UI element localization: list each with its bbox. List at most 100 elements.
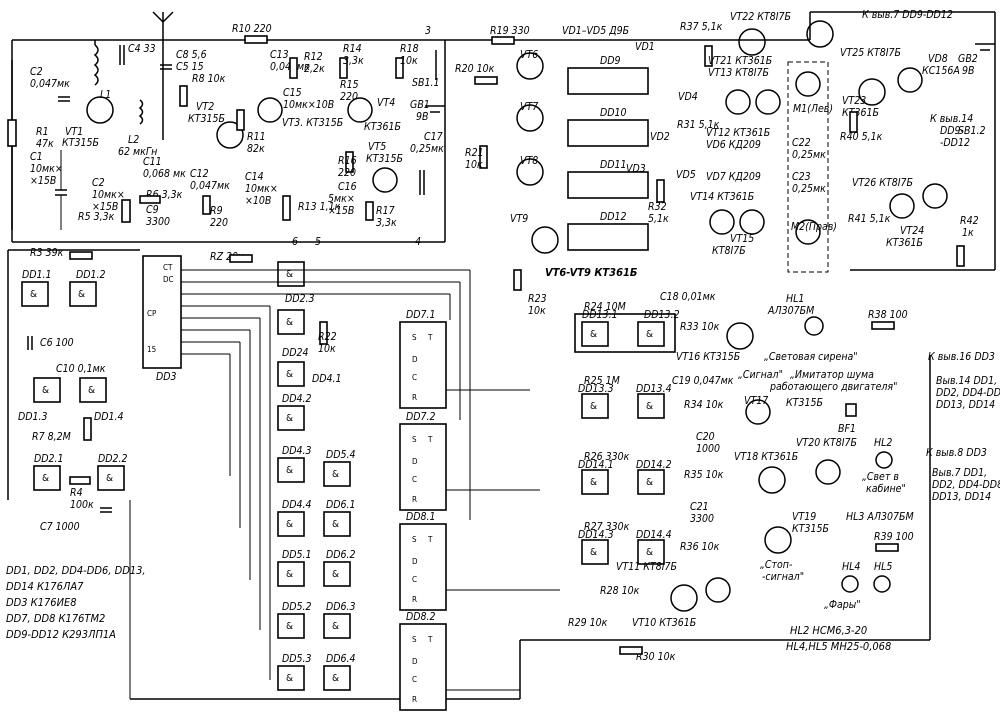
r30-label: R30 10к xyxy=(636,651,676,663)
dd1-1-label: DD1.1 xyxy=(22,269,52,281)
dd8-1-trigger xyxy=(399,523,447,611)
vt9-transistor xyxy=(531,226,559,254)
dd6-3-gate xyxy=(323,613,351,639)
notes-legend: HL2 НСМ6,3-20 HL4,HL5 МН25-0,068 DD1, DD… xyxy=(6,564,891,653)
dd14-1-gate xyxy=(581,469,609,495)
r17-label: R17 xyxy=(376,205,395,217)
m1-label: M1(Лев) xyxy=(793,103,833,115)
dd3-cp: CP xyxy=(147,309,157,318)
r26-label: R26 330к xyxy=(584,451,630,463)
dd14-4-amp: & xyxy=(646,547,653,558)
c18-label: C18 0,01мк xyxy=(660,291,716,303)
dd7-2-s: S xyxy=(412,435,417,444)
vt14-transistor xyxy=(739,209,765,235)
r6-resistor xyxy=(139,195,161,204)
c7-label: C7 1000 xyxy=(40,521,80,533)
motor-dashed-box xyxy=(787,61,829,273)
vt7-label: VT7 xyxy=(520,101,538,113)
r22-label: R22 xyxy=(318,331,337,343)
r23-value: 10к xyxy=(528,305,546,317)
legend-line3: DD3 К176ИЕ8 xyxy=(6,596,77,609)
vt20-label: VT20 КТ8І7Б xyxy=(796,437,857,449)
vt6-label: VT6 xyxy=(520,49,538,61)
vt21-transistor xyxy=(738,28,766,56)
dd1-3-gate xyxy=(33,377,61,403)
vt4-label: VT4 xyxy=(377,97,395,109)
dd5-3-label: DD5.3 xyxy=(282,653,312,665)
vt3-label: VT3. КТ315Б xyxy=(282,117,343,129)
node-3: 3 xyxy=(425,25,431,37)
svet-sirena-label: „Световая сирена" xyxy=(764,351,858,363)
vt2-label: VT2 xyxy=(196,101,214,113)
hl3-label: HL3 АЛ307БМ xyxy=(846,511,914,523)
dd11-label: DD11 xyxy=(600,159,627,171)
legend-line5: DD9-DD12 К293ЛП1А xyxy=(6,628,116,641)
dd6-3-label: DD6.3 xyxy=(326,601,356,613)
vt21-label: VT21 КТ361Б xyxy=(708,55,772,67)
r32-value: 5,1к xyxy=(648,213,669,225)
dd5-2-amp: & xyxy=(286,621,293,632)
dd13-4-label: DD13.4 xyxy=(636,383,672,395)
vt2-transistor xyxy=(216,121,244,149)
m2-motor xyxy=(795,219,821,245)
r9-value: 220 xyxy=(210,217,228,229)
dd8-2-d: D xyxy=(412,657,418,666)
hl1-type: АЛ307БМ xyxy=(767,305,814,317)
c12-value: 0,047мк xyxy=(190,180,230,192)
r8-label: R8 10к xyxy=(192,73,226,85)
c1-label: C1 xyxy=(30,151,43,163)
r5-label: R5 3,3к xyxy=(78,211,115,223)
vt10-transistor xyxy=(670,584,698,612)
flipflop-section: DD7.1 S T D C R DD7.2 S T D C R DD8.1 S … xyxy=(399,270,560,711)
dd7-2-d: D xyxy=(412,457,418,466)
r16-resistor xyxy=(345,151,354,173)
r40-resistor xyxy=(849,111,858,133)
c15-label: C15 xyxy=(283,87,302,99)
r35-label: R35 10к xyxy=(684,469,724,481)
r10-label: R10 220 xyxy=(232,23,272,35)
r38-label: R38 100 xyxy=(868,309,908,321)
r16-label: R16 xyxy=(338,155,357,167)
vt24-type: КТ361Б xyxy=(886,237,923,249)
r11-resistor xyxy=(236,109,245,131)
c14-label: C14 xyxy=(245,171,264,183)
l1-label: L1 xyxy=(100,89,111,101)
r28-label: R28 10к xyxy=(600,585,640,597)
dd1-2-label: DD1.2 xyxy=(76,269,106,281)
hl2-lamp xyxy=(875,451,893,469)
vt17-label: VT17 xyxy=(744,395,768,407)
dd1-1-amp: & xyxy=(30,289,37,300)
vt5-type: КТ315Б xyxy=(366,153,403,165)
r22-resistor xyxy=(319,321,328,345)
r30-resistor xyxy=(619,646,643,655)
dd5-4-gate xyxy=(323,461,351,487)
hl5-lamp xyxy=(873,575,891,593)
r10-resistor xyxy=(244,35,268,44)
r14-label: R14 xyxy=(343,43,362,55)
r15-label: R15 xyxy=(340,79,359,91)
vt26-transistor xyxy=(922,183,948,209)
dd6-1-amp: & xyxy=(332,519,339,530)
imitator2-label: работающего двигателя" xyxy=(769,381,897,393)
r3-label: R3 39к xyxy=(30,247,64,259)
c2b-value2: ×15В xyxy=(92,201,118,213)
dd4-3-gate xyxy=(277,457,305,483)
dd5-3-amp: & xyxy=(286,673,293,684)
vyv7c-label: DD13, DD14 xyxy=(932,491,991,503)
c1-value: 10мк× xyxy=(30,163,63,175)
r13-resistor xyxy=(282,195,291,221)
r14-resistor xyxy=(339,57,348,79)
r1-label: R1 xyxy=(36,126,49,138)
dd7-1-trigger xyxy=(399,321,447,409)
r17-resistor xyxy=(365,201,374,221)
dd8-2-c: C xyxy=(412,675,417,684)
vt1-label: VT1 xyxy=(65,126,83,138)
c2b-value: 10мк× xyxy=(92,189,125,201)
dd5-1-amp: & xyxy=(286,569,293,580)
dd2-3-amp: & xyxy=(286,269,293,280)
hl45-note: HL4,HL5 МН25-0,068 xyxy=(786,640,891,653)
r25-label: R25 1М xyxy=(584,375,620,387)
r32-resistor xyxy=(656,179,665,203)
dd8-1-label: DD8.1 xyxy=(406,511,436,523)
dd13-3-amp: & xyxy=(590,401,597,412)
